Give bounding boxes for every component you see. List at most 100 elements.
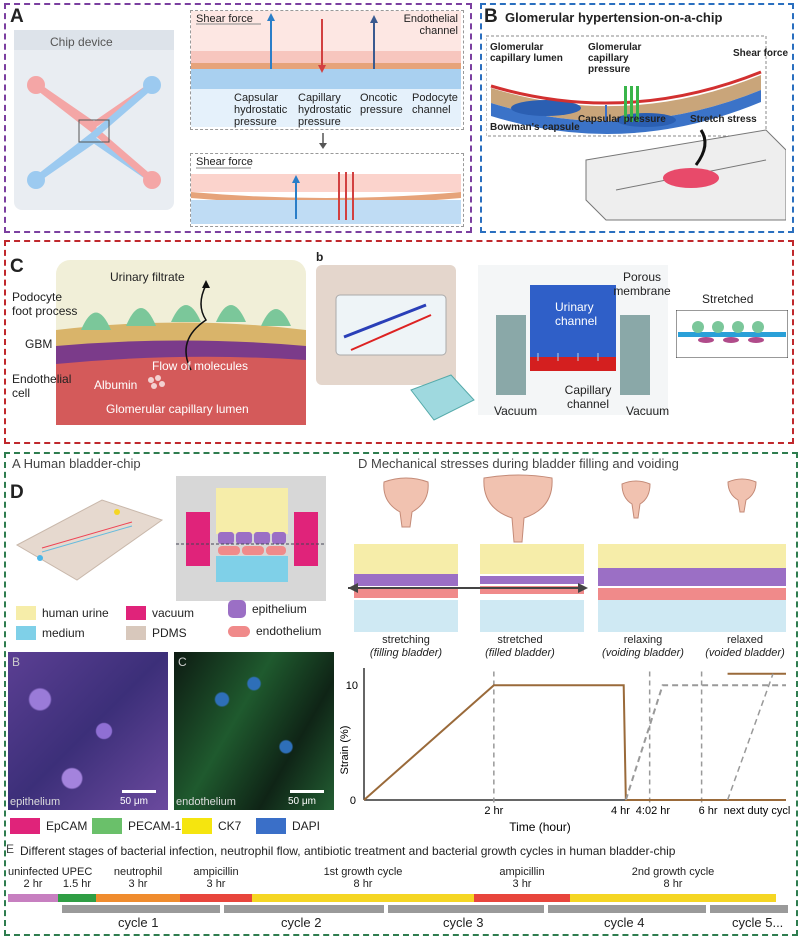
shear-force-bottom: Shear force bbox=[196, 156, 253, 168]
scale-label-c: 50 μm bbox=[288, 796, 316, 807]
legend-endothelium: endothelium bbox=[228, 624, 321, 638]
stage-relaxing: relaxing(voiding bladder) bbox=[602, 634, 684, 659]
x-axis-label: Time (hour) bbox=[509, 820, 571, 834]
glomerular-chip-illustration bbox=[486, 35, 786, 221]
stage-relaxed: relaxed(voided bladder) bbox=[705, 634, 785, 659]
capillary-pressure-label: Capillary hydrostatic pressure bbox=[298, 92, 352, 128]
timeline-segment bbox=[58, 894, 96, 902]
kidney-chip-schematic-small bbox=[410, 374, 475, 421]
stretch-stress-label: Stretch stress bbox=[690, 114, 757, 125]
next-cycle-series bbox=[624, 684, 786, 801]
glomerular-capillary-lumen-label: Glomerular capillary lumen bbox=[490, 42, 563, 64]
urinary-filtrate-label: Urinary filtrate bbox=[110, 270, 185, 284]
vacuum-left-label: Vacuum bbox=[494, 404, 538, 418]
chip-device-illustration bbox=[14, 30, 174, 210]
micrograph-b-caption: epithelium bbox=[10, 796, 61, 808]
cycle-label: cycle 4 bbox=[604, 915, 645, 930]
legend-human-urine: human urine bbox=[16, 606, 109, 620]
kidney-chip-photo bbox=[316, 265, 456, 385]
timeline-segment bbox=[570, 894, 776, 902]
pressure-diagram bbox=[191, 11, 461, 127]
shear-diagram bbox=[191, 167, 461, 224]
bladder-chip-cross-section bbox=[176, 476, 326, 601]
stage-stretching: stretching(filling bladder) bbox=[369, 634, 443, 659]
cycle-label: cycle 5... bbox=[732, 915, 784, 930]
panel-a-frame bbox=[4, 3, 472, 233]
gbm-label: GBM bbox=[25, 337, 53, 351]
capsular-pressure-label: Capsular hydrostatic pressure bbox=[234, 92, 288, 128]
panel-d-label: D bbox=[10, 482, 24, 503]
porous-membrane-label: Porous membrane bbox=[613, 270, 671, 298]
legend-medium: medium bbox=[16, 626, 85, 640]
stretched-illustration bbox=[676, 310, 788, 358]
timeline-segment bbox=[96, 894, 180, 902]
cycle-label: cycle 3 bbox=[443, 915, 484, 930]
capsular-pressure-b-label: Capsular pressure bbox=[578, 114, 666, 125]
micrograph-c-letter: C bbox=[178, 655, 187, 669]
pressure-diagram-box bbox=[190, 10, 464, 130]
timeline-segment bbox=[252, 894, 474, 902]
cycle-bar bbox=[388, 905, 544, 913]
stain-pecam: PECAM-1 bbox=[92, 818, 181, 834]
cycle-bar bbox=[224, 905, 384, 913]
micrograph-c-caption: endothelium bbox=[176, 796, 236, 808]
podocyte-channel-label: Podocyte channel bbox=[412, 92, 458, 116]
panel-cb-label: b bbox=[316, 250, 324, 264]
shear-diagram-box bbox=[190, 153, 464, 227]
glomerular-capillary-pressure-label: Glomerular capillary pressure bbox=[588, 42, 642, 75]
subtitle-human-bladder-chip: A Human bladder-chip bbox=[12, 456, 141, 471]
cycle-label: cycle 1 bbox=[118, 915, 159, 930]
x-tick-label: 6 hr bbox=[699, 805, 718, 817]
bladder-stages-illustration bbox=[348, 474, 786, 632]
panel-c-frame bbox=[4, 240, 794, 444]
panel-e-title: Different stages of bacterial infection,… bbox=[20, 844, 676, 858]
urinary-channel-label: Urinary channel bbox=[555, 300, 598, 328]
capillary-channel-label: Capillary channel bbox=[564, 383, 612, 411]
timeline-segment bbox=[180, 894, 252, 902]
y-tick-0: 0 bbox=[350, 795, 356, 807]
stretched-label: Stretched bbox=[702, 292, 754, 306]
stain-epcam: EpCAM bbox=[10, 818, 87, 834]
panel-b-label: B bbox=[484, 6, 498, 27]
endothelial-cell-label: Endothelial cell bbox=[12, 372, 72, 400]
y-tick-10: 10 bbox=[346, 680, 358, 692]
panel-b-frame bbox=[480, 3, 794, 233]
panel-c-label: C bbox=[10, 256, 24, 277]
filtration-barrier-illustration bbox=[56, 260, 306, 425]
stain-dapi: DAPI bbox=[256, 818, 320, 834]
x-tick-label: 2 hr bbox=[484, 805, 503, 817]
shear-force-b-label: Shear force bbox=[733, 48, 789, 59]
cycle-bar bbox=[710, 905, 788, 913]
scale-label-b: 50 μm bbox=[120, 796, 148, 807]
scale-bar-b bbox=[122, 790, 156, 793]
x-tick-label: 4 hr bbox=[611, 805, 630, 817]
ramp-series bbox=[726, 673, 774, 801]
micrograph-endothelium bbox=[174, 652, 334, 810]
micrograph-b-letter: B bbox=[12, 655, 21, 669]
subtitle-mechanical-stresses: D Mechanical stresses during bladder fil… bbox=[358, 456, 679, 471]
panel-e-label: E bbox=[6, 842, 15, 856]
legend-epithelium: epithelium bbox=[228, 600, 307, 618]
albumin-label: Albumin bbox=[94, 378, 138, 392]
glomerular-capillary-lumen-c-label: Glomerular capillary lumen bbox=[106, 402, 249, 416]
timeline-segment bbox=[474, 894, 570, 902]
y-axis-label: Strain (%) bbox=[340, 726, 351, 775]
cycle-label: cycle 2 bbox=[281, 915, 322, 930]
x-tick-label: 4:02 hr bbox=[636, 805, 671, 817]
down-arrow-icon bbox=[319, 133, 327, 149]
stain-ck7: CK7 bbox=[182, 818, 241, 834]
scale-bar-c bbox=[290, 790, 324, 793]
stage-stretched: stretched(filled bladder) bbox=[485, 634, 555, 659]
panel-b-title: Glomerular hypertension-on-a-chip bbox=[505, 10, 723, 25]
podocyte-foot-process-label: Podocyte foot process bbox=[12, 290, 78, 318]
strain-series bbox=[363, 684, 786, 801]
vacuum-right-label: Vacuum bbox=[626, 404, 670, 418]
cycle-bar bbox=[548, 905, 706, 913]
